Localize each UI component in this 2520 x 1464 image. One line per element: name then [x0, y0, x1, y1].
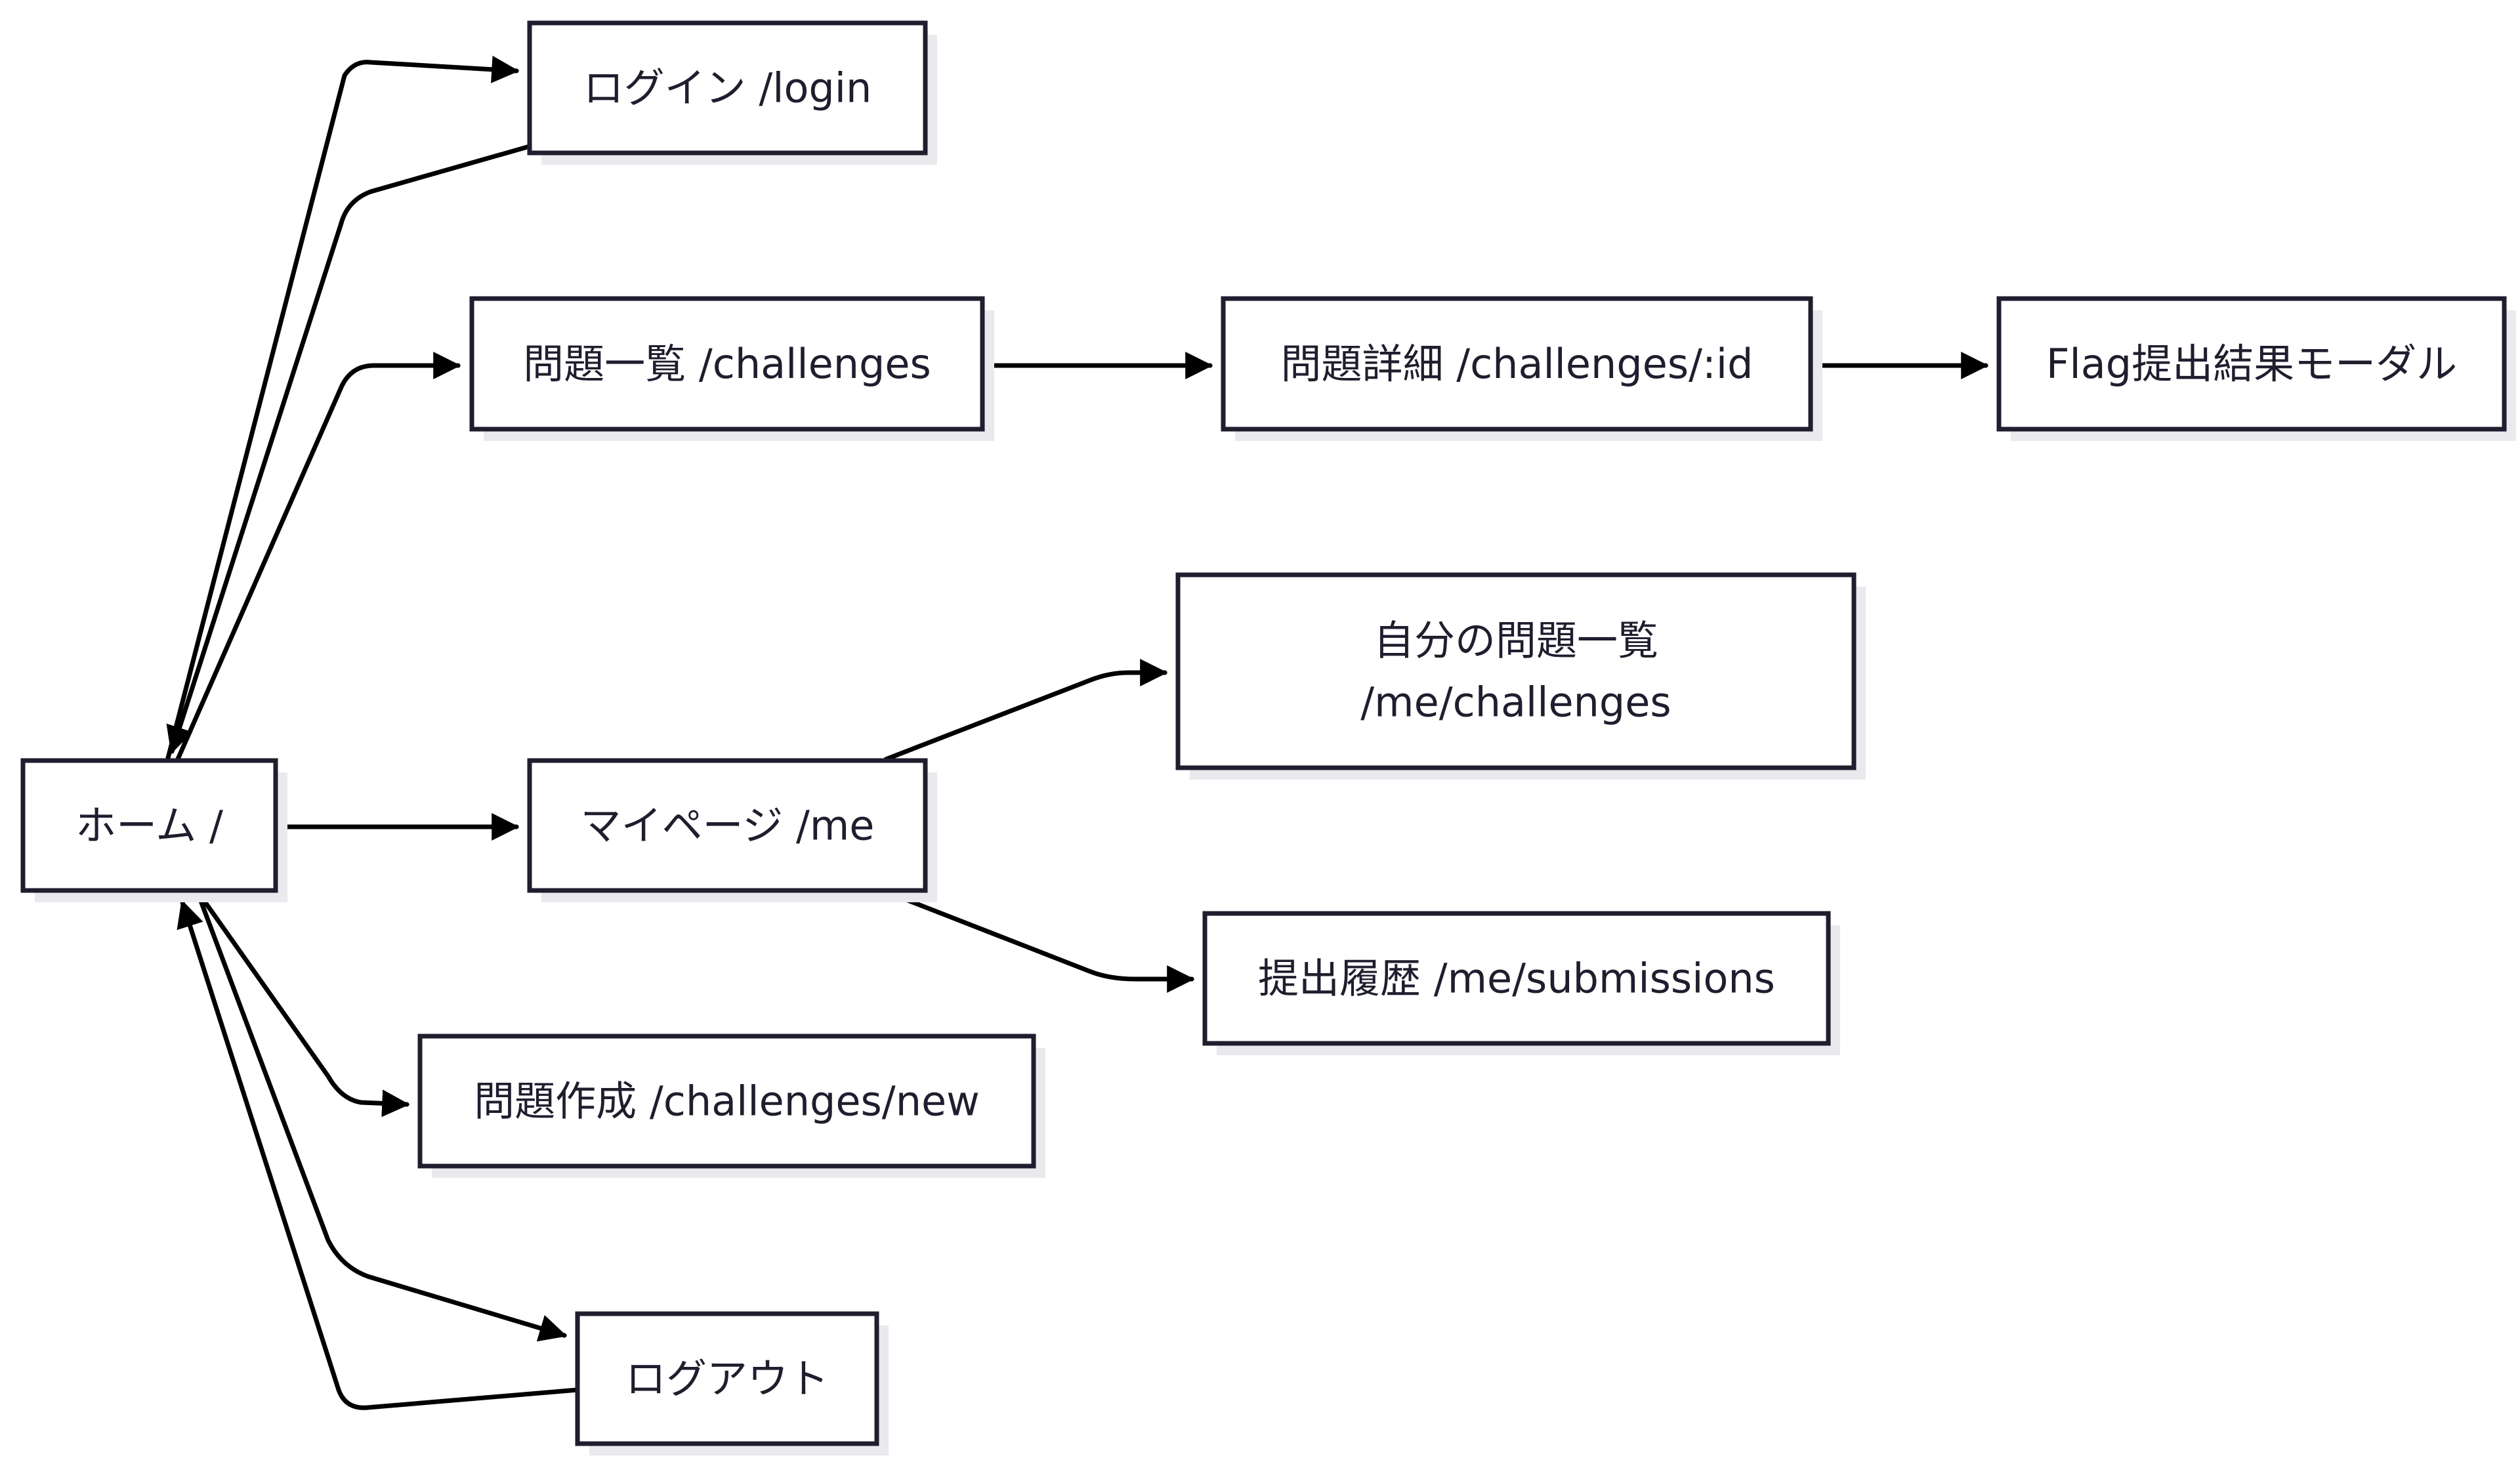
- node-label: 問題一覧 /challenges: [523, 340, 931, 388]
- node-box: [575, 1311, 879, 1446]
- node-box: [20, 758, 278, 893]
- node-my_challenges: 自分の問題一覧/me/challenges: [1175, 572, 1866, 780]
- node-box: [1221, 296, 1813, 432]
- node-box: [1202, 911, 1831, 1046]
- edge-home-to-logout: [194, 888, 568, 1342]
- node-flag_modal: Flag提出結果モーダル: [1996, 296, 2516, 441]
- node-challenges: 問題一覧 /challenges: [469, 296, 994, 441]
- node-mypage: マイページ /me: [527, 758, 937, 902]
- edge-home-to-new_challenge: [194, 888, 410, 1118]
- node-box: [527, 758, 928, 893]
- node-home: ホーム /: [20, 758, 287, 902]
- edge-home-to-login: [165, 55, 520, 763]
- edge-mypage-to-submissions: [883, 889, 1195, 993]
- node-challenge_detail: 問題詳細 /challenges/:id: [1221, 296, 1822, 441]
- node-new_challenge: 問題作成 /challenges/new: [417, 1034, 1045, 1178]
- node-box: [1175, 572, 1857, 770]
- node-label: 問題詳細 /challenges/:id: [1280, 340, 1753, 388]
- node-label: マイページ /me: [581, 802, 875, 850]
- node-label: 提出履歴 /me/submissions: [1258, 955, 1775, 1003]
- edge-home-to-challenges: [175, 352, 461, 763]
- node-label: ログイン /login: [583, 64, 872, 112]
- node-label: /me/challenges: [1360, 679, 1671, 726]
- node-logout: ログアウト: [575, 1311, 889, 1455]
- edge-mypage-to-my_challenges: [883, 659, 1168, 762]
- node-submissions: 提出履歴 /me/submissions: [1202, 911, 1840, 1055]
- node-box: [1996, 296, 2507, 432]
- edges: [165, 55, 1989, 1410]
- node-label: 問題作成 /challenges/new: [474, 1077, 980, 1125]
- node-box: [469, 296, 985, 432]
- node-label: ログアウト: [625, 1355, 829, 1403]
- node-label: ホーム /: [75, 802, 223, 850]
- node-login: ログイン /login: [527, 20, 937, 165]
- node-box: [527, 20, 928, 156]
- edge-login-to-home: [166, 144, 532, 754]
- node-label: Flag提出結果モーダル: [2046, 340, 2457, 388]
- node-box: [417, 1034, 1036, 1169]
- node-label: 自分の問題一覧: [1374, 617, 1658, 665]
- nodes: ホーム / ログイン /login 問題一覧 /challenges 問題詳細 /ch…: [20, 20, 2516, 1455]
- edge-logout-to-home: [177, 900, 580, 1410]
